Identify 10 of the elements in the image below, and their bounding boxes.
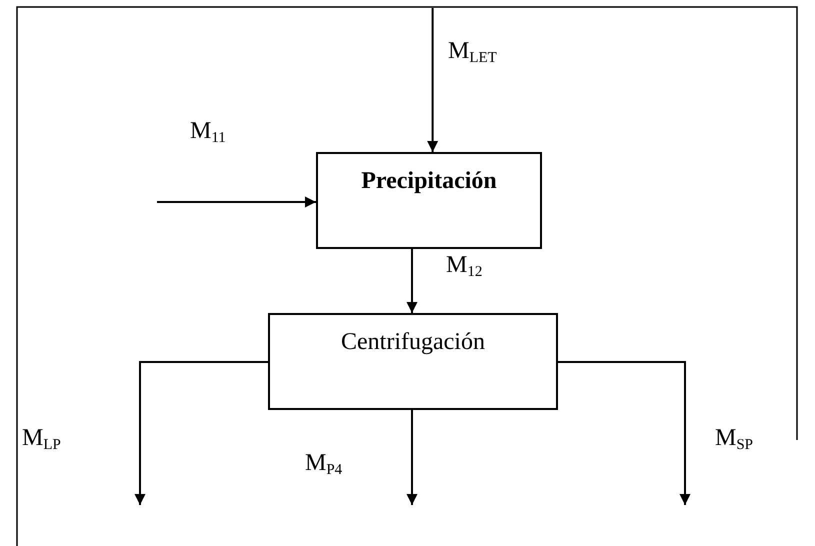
arrow bbox=[558, 361, 690, 505]
process-box bbox=[268, 313, 558, 410]
process-box bbox=[316, 152, 542, 249]
arrow bbox=[134, 361, 268, 505]
process-label: Precipitación bbox=[360, 168, 498, 195]
arrow bbox=[427, 8, 438, 152]
arrow bbox=[406, 249, 418, 313]
arrow bbox=[406, 410, 418, 505]
process-label: Centrifugación bbox=[340, 329, 486, 356]
arrow bbox=[157, 196, 316, 208]
